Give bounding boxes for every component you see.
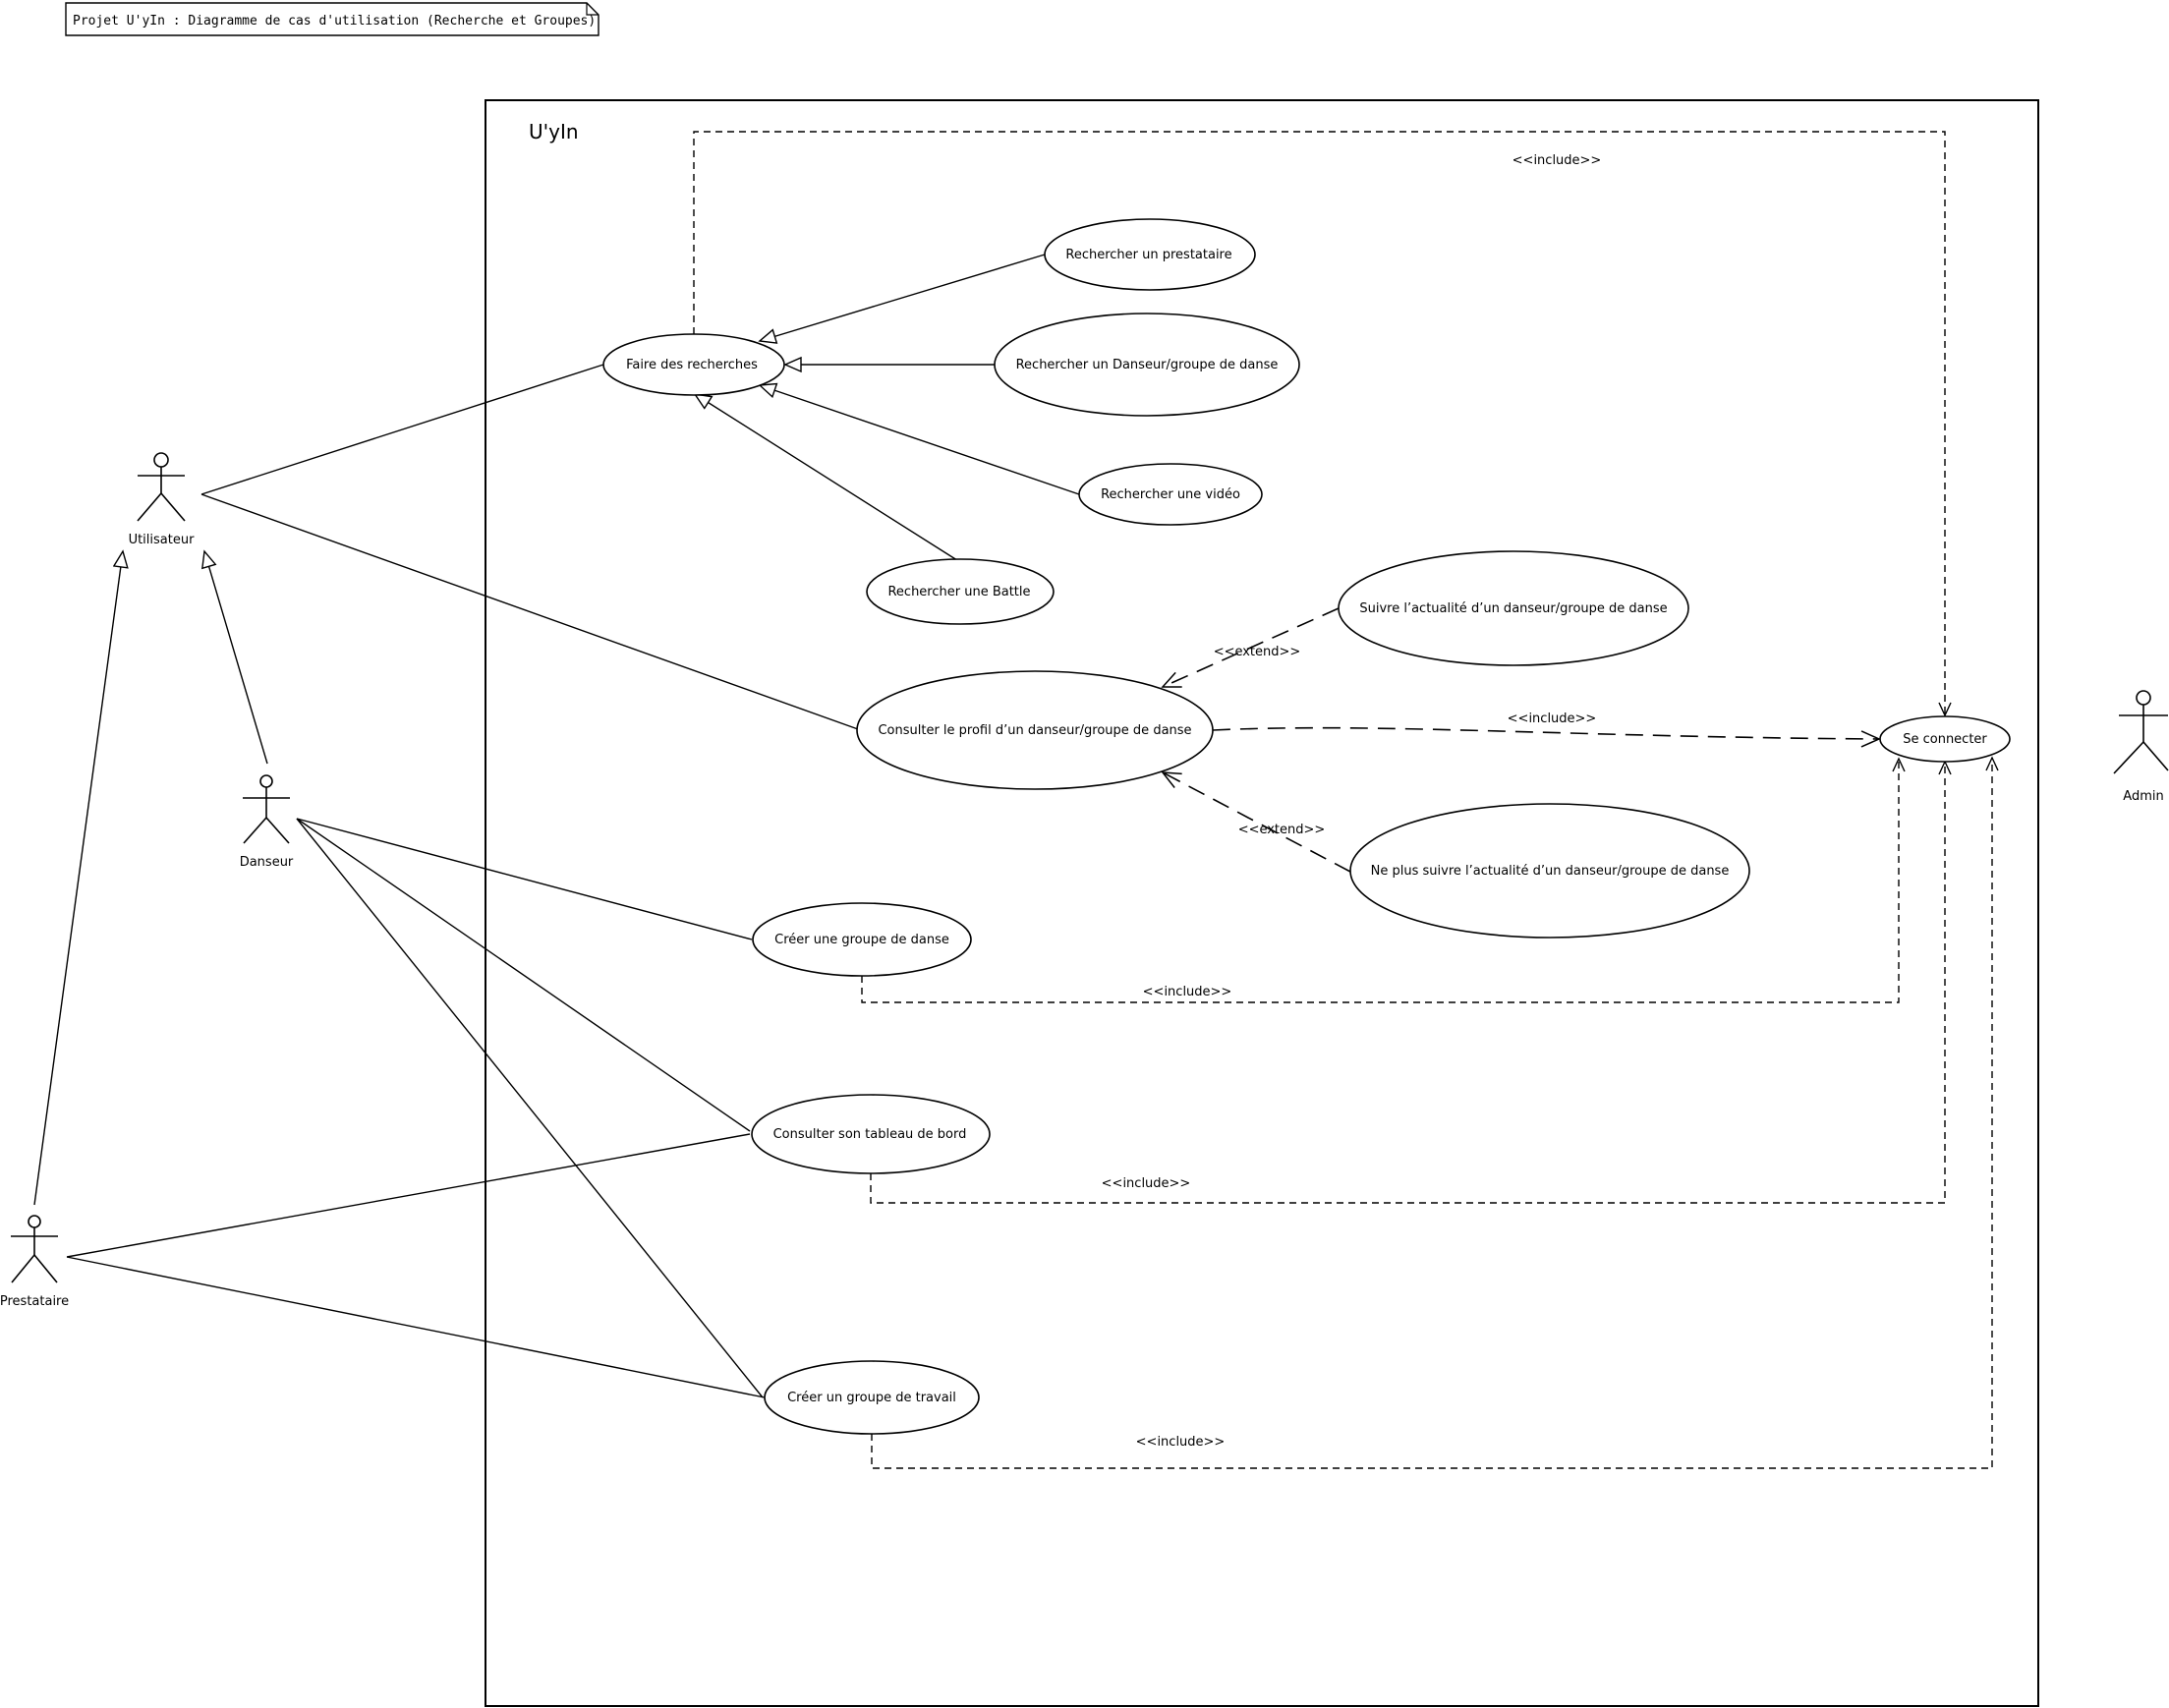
actor-label: Danseur [240,855,294,870]
gen-battle-search [695,394,961,563]
use-case-faire-recherches: Faire des recherches [602,333,785,396]
assoc-utilisateur-profil [200,493,859,730]
use-case-label: Rechercher un prestataire [1065,248,1231,262]
system-boundary: U'yIn [485,99,2039,1707]
include-profil-connecter [1212,726,1881,748]
assoc-danseur-tableau [296,818,751,1132]
actor-label: Prestataire [0,1294,69,1309]
use-case-label: Faire des recherches [626,358,758,372]
actor-prestataire: Prestataire [0,1215,69,1309]
note-text: Projet U'yIn : Diagramme de cas d'utilis… [73,14,596,28]
actor-label: Admin [2123,789,2163,804]
use-case-label: Rechercher une Battle [887,585,1030,599]
extend-suivre-profil [1161,607,1340,688]
extend-label: <<extend>> [1238,823,1326,837]
associations [66,364,859,1398]
extend-ne-plus-suivre-profil [1161,771,1351,873]
system-name: U'yIn [529,120,579,143]
stick-figure-icon [137,452,186,522]
stick-figure-icon [2113,690,2169,774]
assoc-danseur-groupe-travail [296,818,764,1398]
gen-prestataire-search [760,254,1046,341]
include-label: <<include>> [1513,153,1602,168]
assoc-prestataire-tableau [66,1133,751,1258]
actor-admin: Admin [2113,690,2169,804]
use-case-label: Créer un groupe de travail [787,1391,956,1405]
actor-danseur: Danseur [240,774,294,870]
search-generalizations [695,254,1080,563]
use-case-rechercher-prestataire: Rechercher un prestataire [1044,218,1256,291]
use-case-consulter-profil: Consulter le profil d’un danseur/groupe … [856,670,1214,790]
use-case-label: Consulter le profil d’un danseur/groupe … [878,723,1191,738]
use-case-label: Rechercher une vidéo [1101,487,1240,502]
use-case-label: Rechercher un Danseur/groupe de danse [1016,358,1279,372]
use-case-tableau-de-bord: Consulter son tableau de bord [751,1094,991,1174]
use-case-rechercher-danseur: Rechercher un Danseur/groupe de danse [994,313,1300,417]
stick-figure-icon [243,774,290,844]
use-case-ne-plus-suivre: Ne plus suivre l’actualité d’un danseur/… [1349,803,1750,939]
stereotype-labels: <<include>> <<include>> <<include>> <<in… [1102,153,1602,1450]
use-case-creer-groupe-travail: Créer un groupe de travail [764,1360,980,1435]
extend-relationships [1161,607,1351,873]
include-tableau-connecter [870,760,1952,1204]
include-label: <<include>> [1508,712,1597,726]
stick-figure-icon [11,1215,58,1283]
extend-label: <<extend>> [1214,645,1301,659]
actor-generalizations [33,551,268,1206]
use-case-label: Suivre l’actualité d’un danseur/groupe d… [1359,601,1667,616]
gen-video-search [760,385,1080,495]
diagram-note: Projet U'yIn : Diagramme de cas d'utilis… [65,2,599,36]
include-label: <<include>> [1143,985,1232,999]
use-case-suivre-actualite: Suivre l’actualité d’un danseur/groupe d… [1338,550,1689,666]
assoc-utilisateur-recherches [200,364,604,495]
use-case-label: Ne plus suivre l’actualité d’un danseur/… [1371,864,1730,879]
actor-label: Utilisateur [129,533,196,547]
use-case-se-connecter: Se connecter [1879,715,2011,763]
use-case-label: Se connecter [1903,732,1987,747]
actor-utilisateur: Utilisateur [129,452,196,547]
include-groupe-travail-connecter [871,756,1999,1469]
gen-prestataire-utilisateur [33,551,123,1206]
use-case-label: Consulter son tableau de bord [773,1127,967,1142]
use-case-creer-groupe-danse: Créer une groupe de danse [752,902,972,977]
assoc-danseur-groupe-danse [296,818,753,940]
assoc-prestataire-groupe-travail [66,1256,766,1398]
include-label: <<include>> [1102,1176,1191,1191]
use-case-rechercher-video: Rechercher une vidéo [1078,463,1263,526]
include-label: <<include>> [1136,1435,1226,1450]
include-groupe-danse-connecter [861,757,1906,1003]
include-recherches-connecter [693,131,1952,717]
gen-danseur-utilisateur [204,551,268,765]
use-case-rechercher-battle: Rechercher une Battle [866,558,1055,625]
use-case-label: Créer une groupe de danse [774,933,949,947]
include-relationships [693,131,1999,1469]
